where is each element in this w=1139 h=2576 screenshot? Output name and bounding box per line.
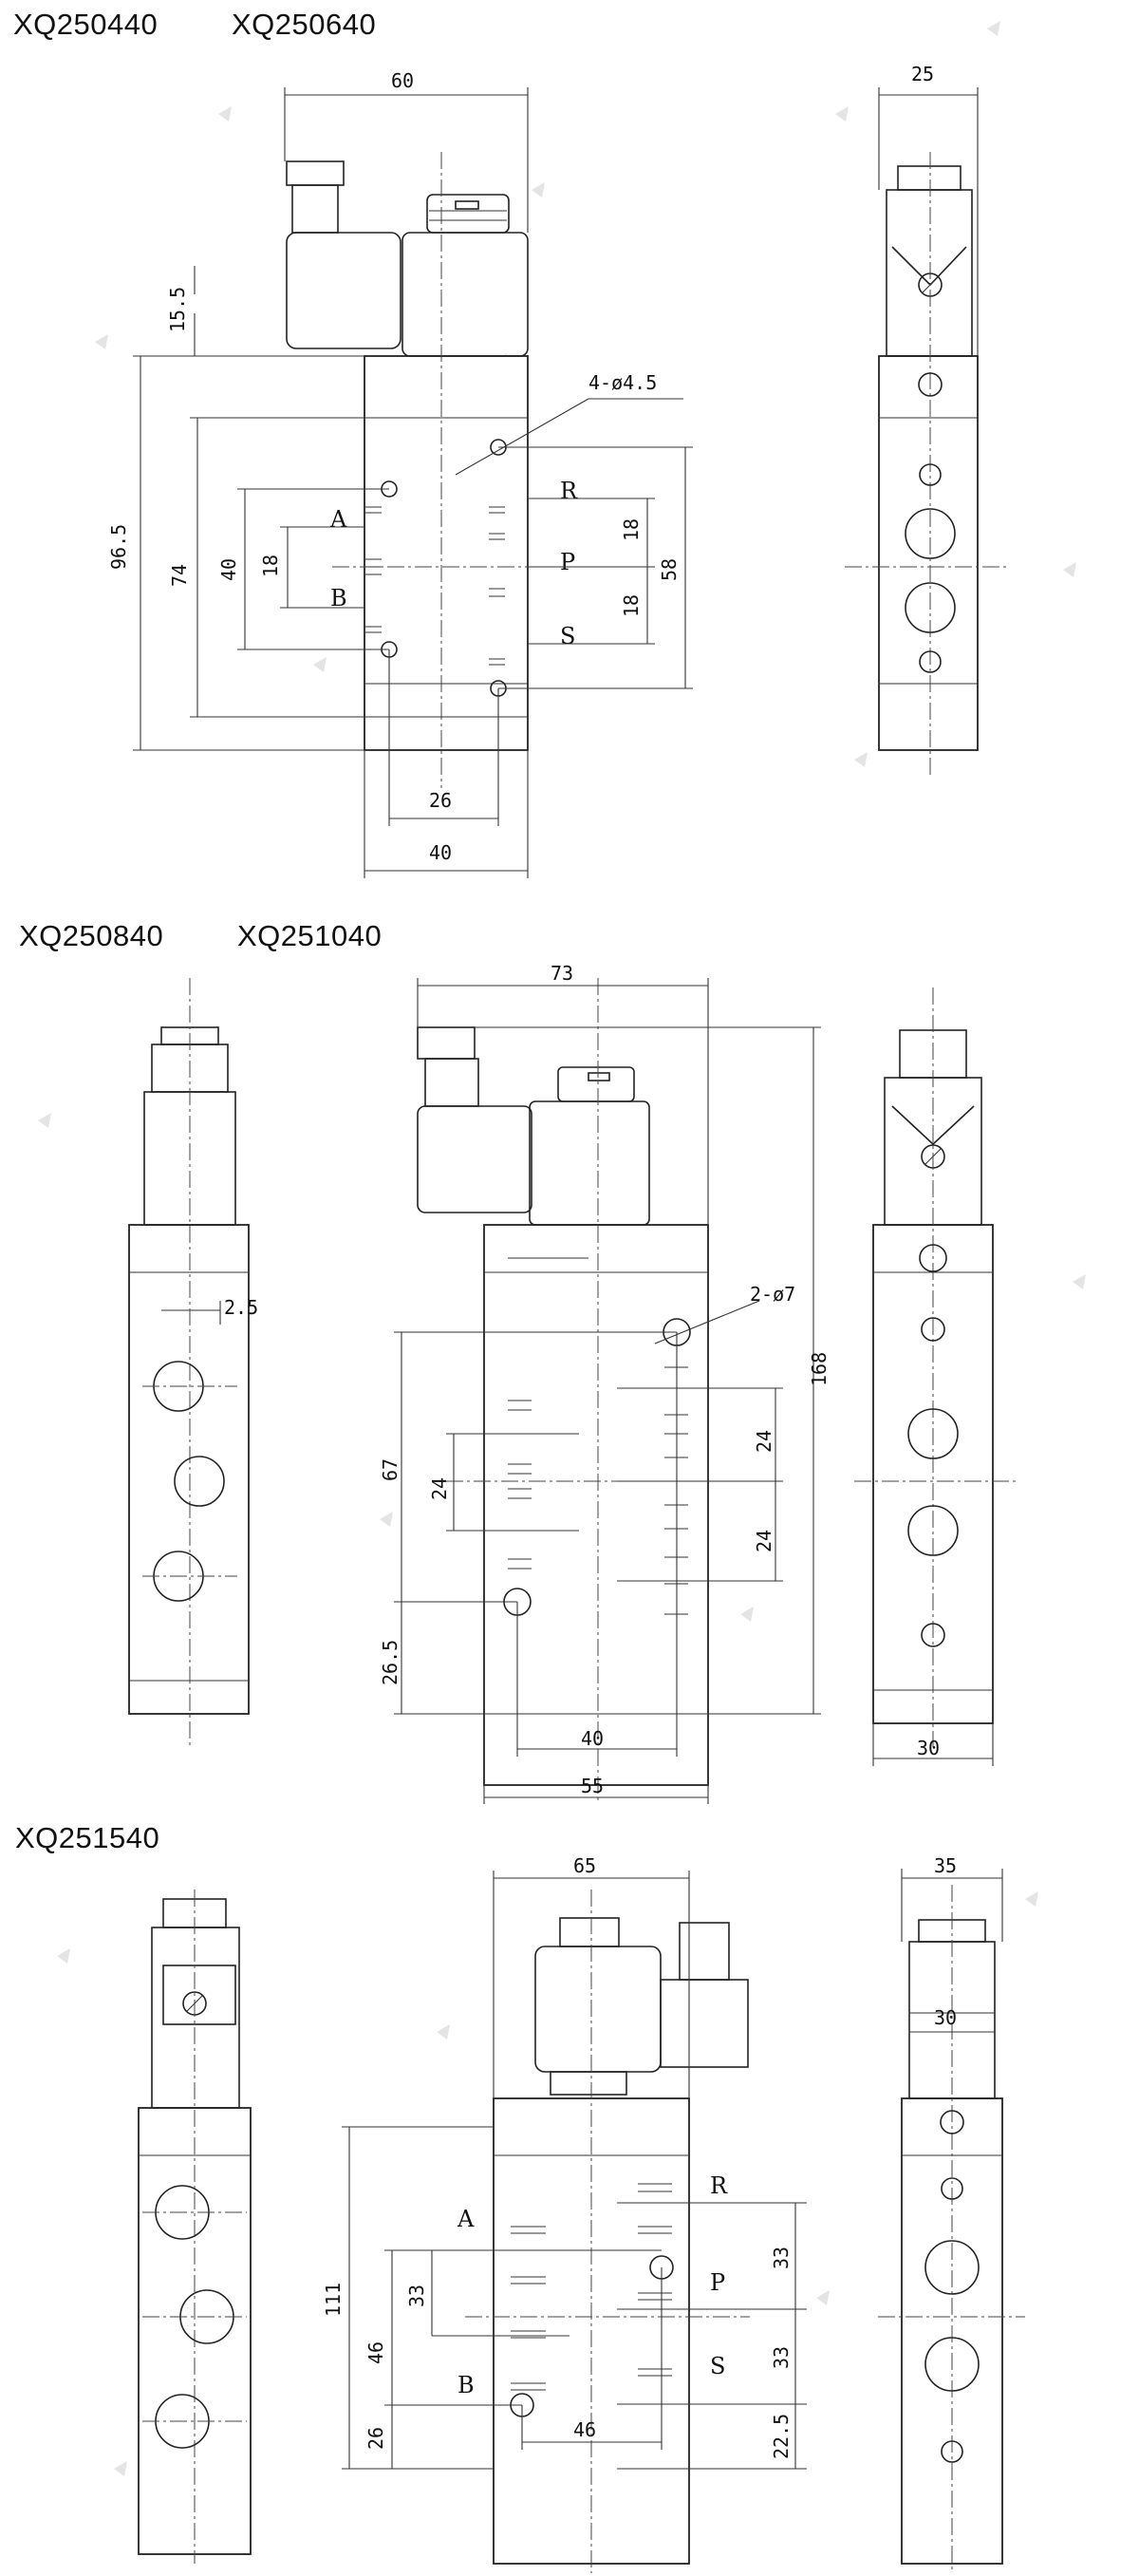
port-label-r: R	[560, 478, 578, 504]
dim-33-left: 33	[405, 2285, 428, 2307]
port-label-p: P	[710, 2269, 725, 2296]
dim-30: 30	[934, 2006, 957, 2029]
port-label-b: B	[457, 2372, 475, 2398]
dim-24-right-bottom: 24	[753, 1530, 775, 1552]
dim-2-holes: 2-ø7	[750, 1283, 795, 1306]
dim-18-left: 18	[259, 555, 282, 577]
dim-40: 40	[581, 1727, 604, 1750]
dim-15-5: 15.5	[166, 287, 189, 332]
section1-front-view: A B R P S 60 96.5 74	[107, 69, 693, 878]
model-title-xq250640: XQ250640	[232, 8, 377, 41]
model-title-xq251540: XQ251540	[15, 1821, 160, 1854]
dim-26-5: 26.5	[379, 1640, 401, 1685]
model-title-xq251040: XQ251040	[237, 919, 383, 952]
dim-26: 26	[429, 789, 452, 812]
dim-111: 111	[322, 2283, 345, 2317]
dim-33-right-top: 33	[770, 2247, 793, 2269]
port-label-a: A	[329, 506, 347, 533]
watermark-pattern	[38, 21, 1086, 2524]
section1-side-view: 25	[845, 63, 1006, 779]
port-label-a: A	[457, 2206, 475, 2232]
section2-left-view: 2.5	[128, 978, 258, 1747]
dim-67: 67	[379, 1458, 401, 1481]
port-label-s: S	[710, 2353, 725, 2379]
dim-26: 26	[364, 2427, 387, 2450]
dim-24-right-top: 24	[753, 1430, 775, 1453]
dim-65: 65	[573, 1854, 596, 1877]
dim-2-5: 2.5	[224, 1296, 258, 1319]
dim-33-right-bottom: 33	[770, 2346, 793, 2369]
section3-left-view	[138, 1890, 252, 2564]
port-label-s: S	[560, 623, 575, 649]
dim-58: 58	[658, 558, 681, 581]
dim-35: 35	[934, 1854, 957, 1877]
port-label-b: B	[330, 585, 347, 611]
dim-40-base: 40	[429, 841, 452, 864]
dim-18-right-bottom: 18	[620, 594, 643, 617]
dim-46-horizontal: 46	[573, 2418, 596, 2441]
dim-18-right-top: 18	[620, 518, 643, 541]
dim-25: 25	[911, 63, 934, 85]
section2-side-view: 30	[854, 987, 1016, 1766]
dim-60: 60	[391, 69, 414, 92]
dim-96-5: 96.5	[107, 524, 130, 570]
model-title-xq250840: XQ250840	[19, 919, 164, 952]
dim-55: 55	[581, 1775, 604, 1797]
dim-73: 73	[551, 962, 573, 985]
dim-4-holes: 4-ø4.5	[588, 371, 657, 394]
port-label-p: P	[560, 549, 575, 575]
dim-46-vertical: 46	[364, 2341, 387, 2364]
dim-40-vertical: 40	[217, 558, 240, 581]
dim-168: 168	[808, 1352, 831, 1386]
section2-front-view: 73 168 67 24 24 24 26.5 40 55 2-ø7	[379, 962, 831, 1804]
dim-74: 74	[168, 564, 191, 587]
dim-30: 30	[917, 1737, 940, 1759]
port-label-r: R	[710, 2172, 728, 2199]
dim-24-left: 24	[428, 1477, 451, 1500]
section3-front-view: A B R P S 65 111 46 33 26 46 33 33 22.5	[322, 1854, 807, 2573]
model-title-xq250440: XQ250440	[13, 8, 159, 41]
section3-side-view: 35 30	[878, 1854, 1025, 2573]
dim-22-5: 22.5	[770, 2414, 793, 2459]
